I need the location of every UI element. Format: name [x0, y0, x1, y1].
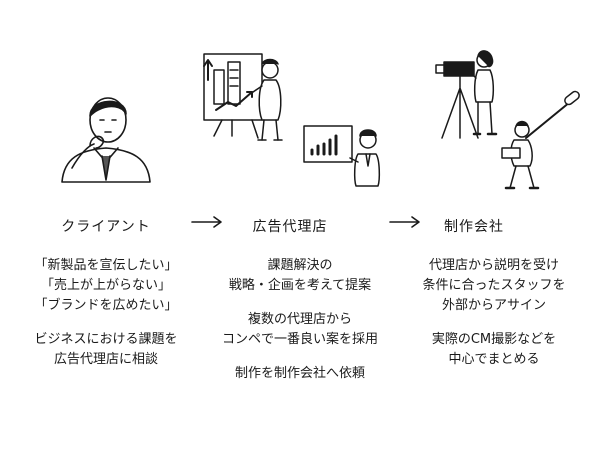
client-description: 「新製品を宣伝したい」 「売上が上がらない」 「ブランドを広めたい」 ビジネスに… — [6, 256, 206, 384]
client-concern-line: 「ブランドを広めたい」 — [34, 298, 178, 313]
agency-proposal-line: 戦略・企画を考えて提案 — [228, 278, 372, 293]
agency-illustration — [192, 40, 392, 200]
stage-label-production: 制作会社 — [444, 219, 504, 235]
client-illustration — [50, 90, 160, 190]
client-concern-line: 「売上が上がらない」 — [40, 278, 171, 293]
agency-proposal: 課題解決の 戦略・企画を考えて提案 — [200, 256, 400, 296]
production-staffing-line: 条件に合ったスタッフを — [422, 278, 566, 293]
client-concerns: 「新製品を宣伝したい」 「売上が上がらない」 「ブランドを広めたい」 — [6, 256, 206, 316]
agency-competition-line: コンペで一番良い案を採用 — [221, 332, 378, 347]
right-arrow-icon — [389, 216, 420, 228]
agency-outsourcing: 制作を制作会社へ依頼 — [200, 364, 400, 384]
client-action: ビジネスにおける課題を 広告代理店に相談 — [6, 330, 206, 370]
agency-description: 課題解決の 戦略・企画を考えて提案 複数の代理店から コンペで一番良い案を採用 … — [200, 256, 400, 398]
agency-outsourcing-line: 制作を制作会社へ依頼 — [234, 366, 365, 381]
stage-label-agency: 広告代理店 — [252, 219, 328, 235]
production-shooting-line: 中心でまとめる — [448, 352, 540, 367]
production-description: 代理店から説明を受け 条件に合ったスタッフを 外部からアサイン 実際のCM撮影な… — [394, 256, 594, 384]
agency-proposal-line: 課題解決の — [267, 258, 333, 273]
production-shooting: 実際のCM撮影などを 中心でまとめる — [394, 330, 594, 370]
agency-competition: 複数の代理店から コンペで一番良い案を採用 — [200, 310, 400, 350]
right-arrow-icon — [191, 216, 222, 228]
client-concern-line: 「新製品を宣伝したい」 — [34, 258, 178, 273]
production-illustration — [430, 38, 590, 198]
production-staffing-line: 外部からアサイン — [441, 298, 546, 313]
production-shooting-line: 実際のCM撮影などを — [431, 332, 557, 347]
production-staffing-line: 代理店から説明を受け — [428, 258, 559, 273]
agency-competition-line: 複数の代理店から — [247, 312, 352, 327]
production-staffing: 代理店から説明を受け 条件に合ったスタッフを 外部からアサイン — [394, 256, 594, 316]
stage-label-client: クライアント — [61, 219, 151, 235]
client-action-line: ビジネスにおける課題を — [34, 332, 178, 347]
client-action-line: 広告代理店に相談 — [53, 352, 158, 367]
